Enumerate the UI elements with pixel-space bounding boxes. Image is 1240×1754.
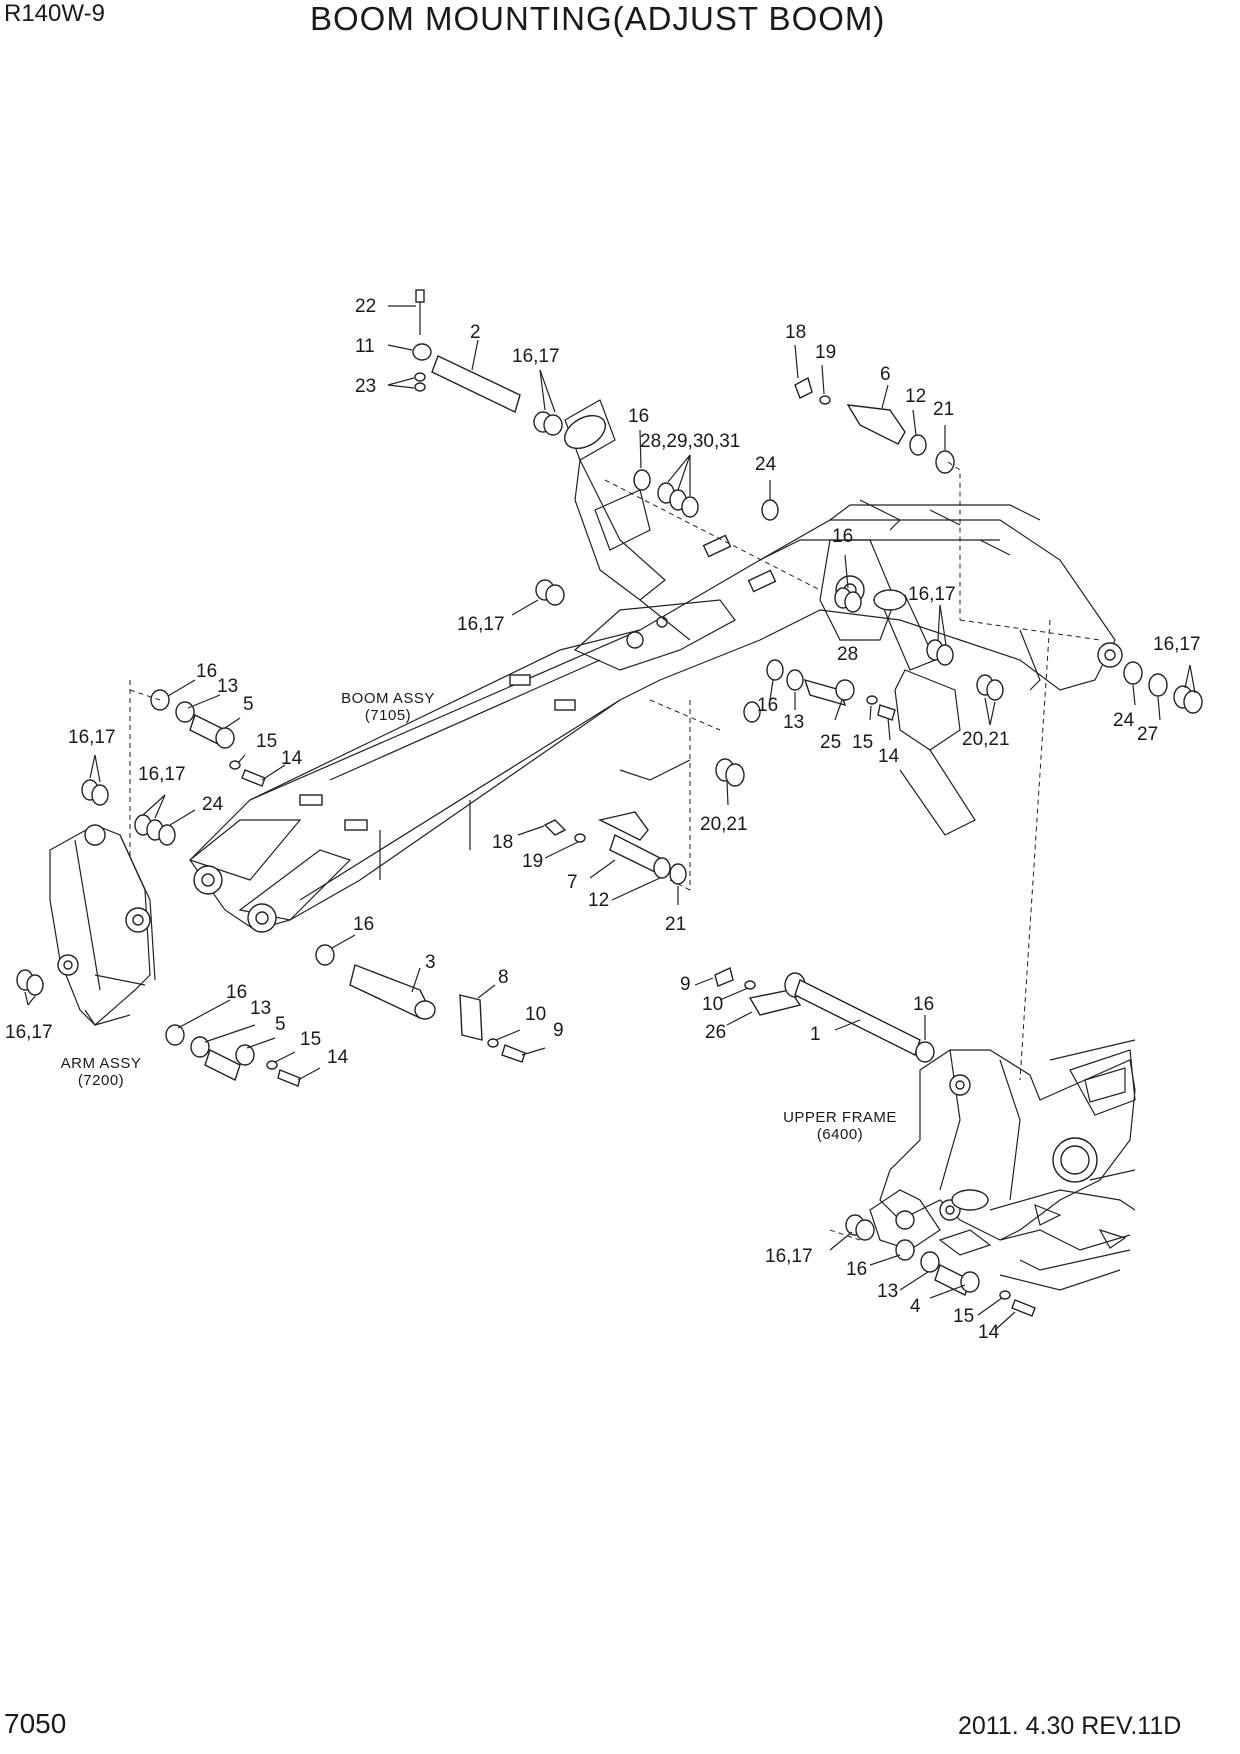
callout: 13 xyxy=(783,712,804,733)
callout: 23 xyxy=(355,376,376,397)
boom-assy-label: BOOM ASSY xyxy=(341,690,435,707)
upper-frame-ref: (6400) xyxy=(817,1126,863,1143)
callout: 27 xyxy=(1137,724,1158,745)
callout: 10 xyxy=(525,1004,546,1025)
callout: 13 xyxy=(217,676,238,697)
callout: 9 xyxy=(553,1020,564,1041)
callout: 7 xyxy=(567,872,578,893)
callout: 5 xyxy=(243,694,254,715)
callout: 14 xyxy=(281,748,303,769)
callout: 16,17 xyxy=(5,1022,53,1043)
callout: 16 xyxy=(913,994,934,1015)
callout: 12 xyxy=(588,890,609,911)
callout: 14 xyxy=(878,746,900,767)
callout: 16,17 xyxy=(765,1246,813,1267)
callout: 14 xyxy=(327,1047,349,1068)
model-number: R140W-9 xyxy=(4,0,105,27)
callout: 26 xyxy=(705,1022,726,1043)
arm-assy-label: ARM ASSY xyxy=(61,1055,142,1072)
upper-frame-drawing xyxy=(869,1039,1136,1291)
boom-cylinder-right xyxy=(873,589,976,836)
leader-lines xyxy=(24,305,1196,1331)
upper-frame-label: UPPER FRAME xyxy=(783,1109,897,1126)
callout: 15 xyxy=(256,731,277,752)
callout: 16,17 xyxy=(512,346,560,367)
callout: 21 xyxy=(933,399,954,420)
callout: 11 xyxy=(355,336,375,357)
callout: 13 xyxy=(877,1281,898,1302)
callout: 16 xyxy=(196,661,217,682)
callout: 10 xyxy=(702,994,723,1015)
callout: 13 xyxy=(250,998,271,1019)
callout: 16,17 xyxy=(68,727,116,748)
callout: 14 xyxy=(978,1322,1000,1343)
callout: 24 xyxy=(202,794,224,815)
callout: 2 xyxy=(470,322,481,343)
callout: 16 xyxy=(846,1259,867,1280)
page-code: 7050 xyxy=(4,1708,67,1739)
callout: 28,29,30,31 xyxy=(640,431,740,452)
callout: 16 xyxy=(628,406,649,427)
callout: 18 xyxy=(492,832,513,853)
callout: 16 xyxy=(226,982,247,1003)
callout: 16,17 xyxy=(1153,634,1201,655)
callout: 28 xyxy=(837,644,858,665)
arm-assy-ref: (7200) xyxy=(78,1072,124,1089)
callout-labels: 22 11 23 2 16,17 18 19 6 12 21 16 28,29,… xyxy=(5,296,1201,1343)
hardware-parts xyxy=(16,289,1203,1317)
callout: 15 xyxy=(300,1029,321,1050)
callout: 16,17 xyxy=(457,614,505,635)
boom-assy-ref: (7105) xyxy=(365,707,411,724)
callout: 12 xyxy=(905,386,926,407)
callout: 18 xyxy=(785,322,806,343)
boom-cylinder-left xyxy=(564,399,691,641)
callout: 25 xyxy=(820,732,841,753)
page-title: BOOM MOUNTING(ADJUST BOOM) xyxy=(310,0,886,37)
callout: 4 xyxy=(910,1296,921,1317)
callout: 5 xyxy=(275,1014,286,1035)
callout: 20,21 xyxy=(700,814,748,835)
callout: 15 xyxy=(852,732,873,753)
callout: 24 xyxy=(1113,710,1135,731)
revision-date: 2011. 4.30 REV.11D xyxy=(958,1712,1182,1740)
callout: 9 xyxy=(680,974,691,995)
callout: 15 xyxy=(953,1306,974,1327)
callout: 6 xyxy=(880,364,891,385)
callout: 16,17 xyxy=(138,764,186,785)
callout: 20,21 xyxy=(962,729,1010,750)
callout: 3 xyxy=(425,952,436,973)
callout: 24 xyxy=(755,454,777,475)
callout: 19 xyxy=(522,851,543,872)
arm-assembly-drawing xyxy=(49,824,156,1026)
callout: 19 xyxy=(815,342,836,363)
callout: 16,17 xyxy=(908,584,956,605)
callout: 22 xyxy=(355,296,376,317)
callout: 16 xyxy=(757,695,778,716)
callout: 16 xyxy=(832,526,853,547)
callout: 21 xyxy=(665,914,686,935)
callout: 16 xyxy=(353,914,374,935)
callout: 1 xyxy=(810,1024,821,1045)
callout: 8 xyxy=(498,967,509,988)
